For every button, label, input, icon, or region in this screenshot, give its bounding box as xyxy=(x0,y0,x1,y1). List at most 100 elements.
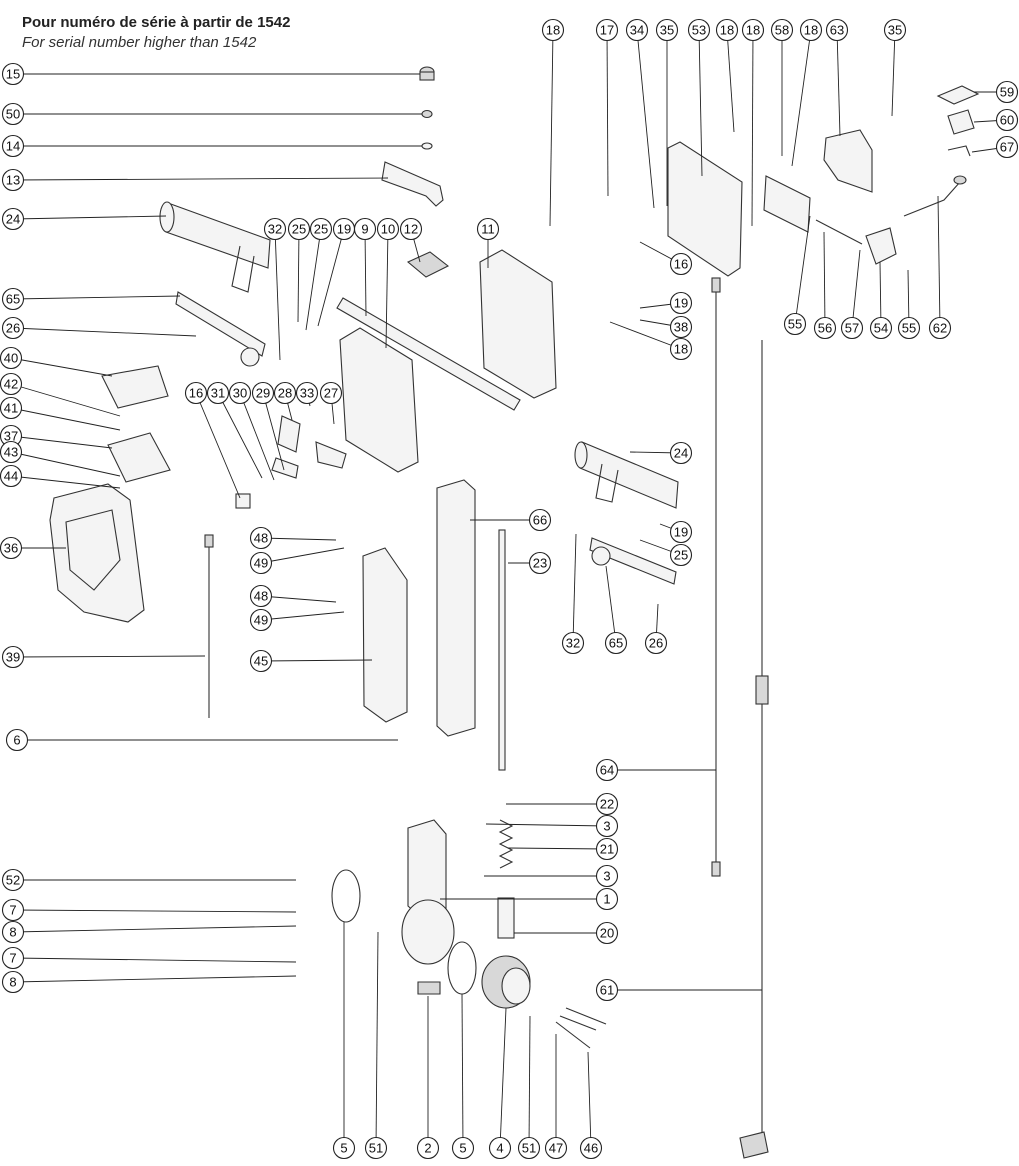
callout-circle xyxy=(595,814,619,838)
callout-circle xyxy=(5,728,29,752)
part-callout: 19 xyxy=(669,520,693,544)
callout-circle xyxy=(1,287,25,311)
callout-circle xyxy=(353,217,377,241)
callout-circle xyxy=(319,381,343,405)
part-callout: 42 xyxy=(0,372,23,396)
part-callout: 55 xyxy=(783,312,807,336)
part-washer xyxy=(421,142,433,150)
callout-number: 14 xyxy=(6,139,20,154)
callout-circle xyxy=(0,372,23,396)
callout-circle xyxy=(416,1136,440,1160)
leader-line xyxy=(726,29,735,133)
part-callout: 34 xyxy=(625,18,649,42)
leader-line xyxy=(823,231,826,329)
callout-circle xyxy=(528,508,552,532)
part-callout: 18 xyxy=(799,18,823,42)
callout-number: 18 xyxy=(746,23,760,38)
callout-number: 60 xyxy=(1000,113,1014,128)
callout-number: 66 xyxy=(533,513,547,528)
callout-number: 58 xyxy=(775,23,789,38)
part-callout: 46 xyxy=(579,1136,603,1160)
callout-circle xyxy=(1,62,25,86)
callout-number: 48 xyxy=(254,589,268,604)
part-circuit-board xyxy=(107,432,171,483)
leader-line xyxy=(262,392,285,471)
part-callout: 26 xyxy=(1,316,25,340)
callout-circle xyxy=(595,837,619,861)
callout-number: 7 xyxy=(9,903,16,918)
callout-number: 51 xyxy=(369,1141,383,1156)
callout-number: 67 xyxy=(1000,140,1014,155)
callout-circle xyxy=(655,18,679,42)
part-callout: 61 xyxy=(595,978,619,1002)
part-callout: 25 xyxy=(669,543,693,567)
part-bolt-3 xyxy=(559,1015,597,1031)
callout-circle xyxy=(295,381,319,405)
part-callout: 53 xyxy=(687,18,711,42)
callout-circle xyxy=(579,1136,603,1160)
part-callout: 25 xyxy=(309,217,333,241)
callout-number: 32 xyxy=(566,636,580,651)
part-callout: 8 xyxy=(1,970,25,994)
callout-number: 25 xyxy=(674,548,688,563)
leader-line xyxy=(12,925,297,933)
callout-number: 26 xyxy=(649,636,663,651)
part-bottom-cap xyxy=(417,981,441,995)
callout-circle xyxy=(813,316,837,340)
callout-circle xyxy=(364,1136,388,1160)
part-o-ring xyxy=(331,869,361,923)
leader-line xyxy=(12,655,206,658)
leader-line xyxy=(10,357,113,377)
callout-number: 4 xyxy=(496,1141,503,1156)
callout-number: 50 xyxy=(6,107,20,122)
part-callout: 60 xyxy=(995,108,1019,132)
part-callout: 18 xyxy=(669,337,693,361)
leader-line xyxy=(195,392,241,499)
callout-circle xyxy=(883,18,907,42)
callout-circle xyxy=(1,970,25,994)
part-callout: 52 xyxy=(1,868,25,892)
leader-line xyxy=(791,29,812,167)
part-handle-grip-right xyxy=(579,441,679,509)
part-harness-connector-bottom xyxy=(711,861,721,877)
part-callout: 39 xyxy=(1,645,25,669)
part-callout: 5 xyxy=(451,1136,475,1160)
leader-line xyxy=(549,29,554,227)
callout-number: 18 xyxy=(674,342,688,357)
part-pin-sleeve xyxy=(497,897,515,939)
callout-circle xyxy=(595,978,619,1002)
leader-line xyxy=(499,1007,507,1149)
leader-line xyxy=(12,177,389,181)
callout-number: 65 xyxy=(609,636,623,651)
leader-line xyxy=(485,823,608,827)
part-callout: 21 xyxy=(595,837,619,861)
part-callout: 27 xyxy=(319,381,343,405)
part-ferrite xyxy=(755,675,769,705)
part-callout: 63 xyxy=(825,18,849,42)
part-callout: 50 xyxy=(1,102,25,126)
callout-number: 59 xyxy=(1000,85,1014,100)
part-callout: 20 xyxy=(595,921,619,945)
leader-line xyxy=(851,249,861,329)
callout-number: 46 xyxy=(584,1141,598,1156)
part-callout: 64 xyxy=(595,758,619,782)
leader-line xyxy=(751,29,754,227)
part-housing xyxy=(49,483,145,623)
part-arm-hub xyxy=(240,347,260,367)
callout-number: 29 xyxy=(256,386,270,401)
leader-line xyxy=(10,435,113,449)
part-handle-end-right xyxy=(574,441,588,469)
callout-number: 47 xyxy=(549,1141,563,1156)
leader-line xyxy=(698,29,703,177)
callout-number: 11 xyxy=(481,222,495,237)
callout-circle xyxy=(595,18,619,42)
leader-line xyxy=(606,29,609,197)
callout-number: 62 xyxy=(933,321,947,336)
callout-circle xyxy=(1,102,25,126)
callout-number: 35 xyxy=(888,23,902,38)
part-callout: 19 xyxy=(669,291,693,315)
callout-number: 21 xyxy=(600,842,614,857)
part-harness-connector xyxy=(711,277,721,293)
callout-circle xyxy=(0,536,23,560)
callout-circle xyxy=(669,252,693,276)
